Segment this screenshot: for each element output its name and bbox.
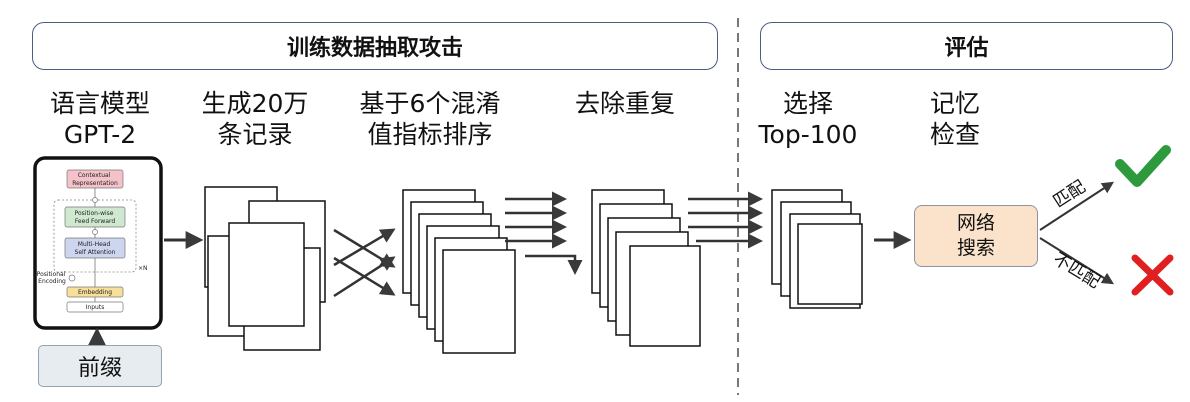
match-branch [1039,181,1115,231]
embedding-text: Embedding [78,289,112,296]
embedding-block [66,286,124,298]
inputs-text: Inputs [86,304,105,311]
sort-label: 基于6个混淆 值指标排序 [359,89,501,149]
attention-block-text: Multi-Head Self Attention [75,241,116,256]
attack-banner: 训练数据抽取攻击 [32,22,718,70]
check-icon [1115,145,1171,187]
attention-block [64,237,126,259]
sorted-records [402,189,516,354]
check-label: 记忆 检查 [929,89,980,149]
repeat-label: ×N [138,265,148,272]
generated-records [204,186,326,351]
positional-label: Positional Encoding [37,271,68,285]
inputs-block [66,301,124,313]
top-100-records [771,189,863,309]
dedupe-arrows [505,191,583,275]
sort-arrows [333,228,396,298]
select-arrows [688,191,763,249]
dedupe-label: 去除重复 [574,89,675,118]
output-block-text: Contextual Representation [72,172,118,187]
web-search-box: 网络 搜索 [914,205,1038,267]
ffn-block [64,206,126,228]
model-label: 语言模型 GPT-2 [49,89,150,149]
transformer-model: Contextual Representation Position-wise … [33,156,163,330]
prefix-label: 前缀 [77,356,122,381]
attack-banner-title: 训练数据抽取攻击 [286,36,463,61]
search-label-2: 搜索 [956,237,995,259]
nomatch-branch [1039,237,1115,285]
output-block [66,169,124,189]
nomatch-label: 不匹配 [1049,249,1103,292]
evaluation-banner: 评估 [760,22,1173,70]
cross-icon [1131,254,1174,296]
evaluation-banner-title: 评估 [944,36,989,61]
generate-label: 生成20万 条记录 [201,89,309,149]
ffn-block-text: Position-wise Feed Forward [75,210,116,225]
match-label: 匹配 [1050,177,1089,212]
select-label: 选择 Top-100 [758,89,858,149]
search-label-1: 网络 [956,212,995,234]
deduped-records [591,189,701,347]
prefix-box: 前缀 [38,345,162,387]
